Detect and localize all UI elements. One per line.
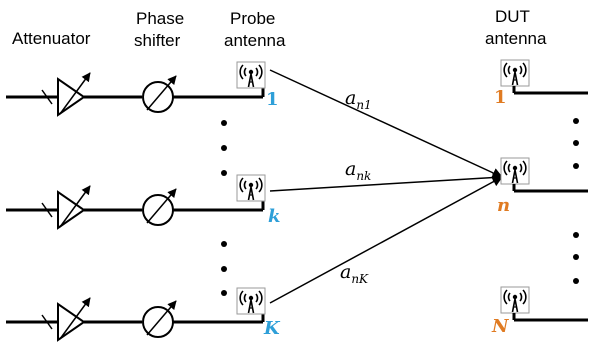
probe-ellipsis-upper: [221, 120, 227, 176]
antenna-signal-icon: [236, 287, 266, 315]
dut-ellipsis-upper: [573, 118, 579, 169]
probe-index-k: k: [268, 206, 280, 227]
dut-antenna-header-line1: DUT: [495, 7, 530, 26]
probe-antenna-header-line1: Probe: [230, 9, 275, 28]
dut-element-n: [500, 157, 588, 193]
dut-element-N: [500, 286, 588, 322]
phase-shifter-header-line1: Phase: [136, 9, 184, 28]
antenna-signal-icon: [236, 61, 266, 89]
probe-chain-k: [6, 174, 266, 230]
attenuator-triangle-icon: [57, 72, 91, 117]
attenuator-triangle-icon: [57, 297, 91, 342]
probe-ellipsis-lower: [221, 241, 227, 296]
coupling-arrow-nK: [269, 176, 503, 304]
dut-index-n: n: [497, 195, 510, 216]
dut-antenna-header-line2: antenna: [485, 29, 547, 48]
feed-tick: [41, 89, 53, 105]
coefficient-label-nk: ank: [345, 158, 371, 183]
phase-shifter-circle-icon: [142, 188, 177, 226]
coupling-arrow-nk: [269, 172, 504, 192]
antenna-signal-icon: [500, 286, 530, 314]
antenna-signal-icon: [236, 174, 266, 202]
probe-index-K: K: [263, 318, 281, 339]
probe-index-1: 1: [266, 89, 279, 110]
probe-antenna-header-line2: antenna: [224, 31, 286, 50]
dut-element-1: [500, 59, 588, 95]
probe-chain-K: [6, 287, 266, 342]
probe-chain-1: [6, 61, 266, 117]
attenuator-triangle-icon: [57, 185, 91, 230]
feed-tick: [41, 314, 53, 330]
phase-shifter-circle-icon: [142, 75, 177, 113]
dut-index-N: N: [491, 316, 510, 337]
feed-tick: [41, 202, 53, 218]
antenna-signal-icon: [500, 59, 530, 87]
coupling-arrow-n1: [269, 69, 503, 178]
coefficient-label-n1: an1: [345, 87, 372, 112]
dut-ellipsis-lower: [573, 232, 579, 284]
phase-shifter-header-line2: shifter: [134, 31, 181, 50]
attenuator-header: Attenuator: [12, 29, 91, 48]
dut-index-1: 1: [494, 87, 507, 108]
coefficient-label-nK: anK: [340, 261, 369, 286]
antenna-signal-icon: [500, 157, 530, 185]
phase-shifter-circle-icon: [142, 300, 177, 338]
